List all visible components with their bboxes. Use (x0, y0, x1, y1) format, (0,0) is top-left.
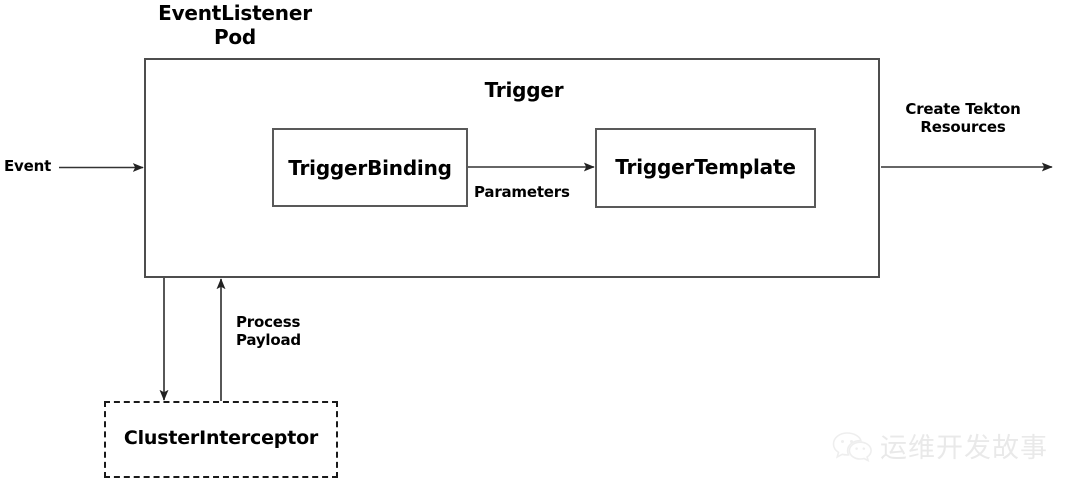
trigger-section-title: Trigger (484, 78, 564, 102)
event-edge-label: Event (4, 157, 52, 175)
clusterinterceptor-label: ClusterInterceptor (123, 427, 319, 449)
process-payload-line2: Payload (236, 330, 301, 349)
watermark: 运维开发故事 (832, 428, 1052, 468)
process-payload-line1: Process (236, 313, 301, 331)
parameters-edge-label: Parameters (474, 183, 570, 201)
eventlistener-pod-container (144, 58, 880, 278)
eventlistener-pod-title-line2: Pod (213, 24, 257, 49)
create-tekton-line2: Resources (920, 117, 1006, 136)
wechat-icon (832, 430, 872, 466)
eventlistener-pod-title-line1: EventListener (158, 1, 312, 25)
create-tekton-line1: Create Tekton (905, 100, 1021, 118)
triggerbinding-label: TriggerBinding (288, 156, 452, 180)
clusterinterceptor-box (104, 401, 338, 478)
triggertemplate-label: TriggerTemplate (615, 155, 796, 179)
watermark-text: 运维开发故事 (880, 432, 1048, 464)
triggertemplate-box (595, 128, 816, 208)
triggerbinding-box (272, 128, 468, 207)
